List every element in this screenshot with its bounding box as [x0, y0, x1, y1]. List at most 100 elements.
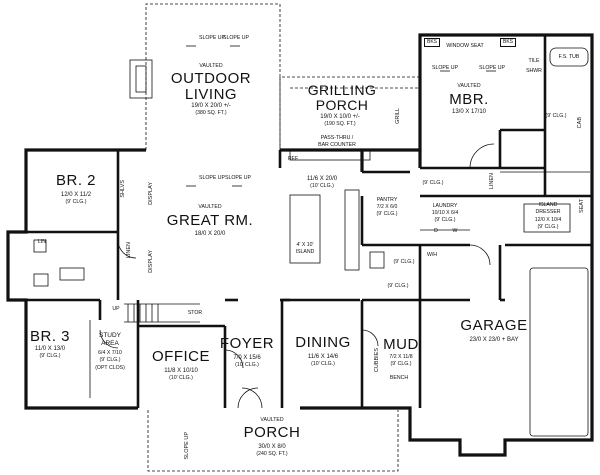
pantry-dims: 7/2 X 6/0 — [376, 204, 398, 210]
foyer-title: FOYER — [219, 335, 275, 352]
cubbies-label: CUBBIES — [374, 348, 380, 373]
window-seat-label: WINDOW SEAT — [446, 43, 484, 49]
dining-dims: 11/6 X 14/6 — [307, 354, 339, 360]
dining-clg: (10' CLG.) — [311, 361, 335, 367]
grilling-porch-title-1: GRILLING — [307, 82, 377, 98]
outdoor-living-area: (380 SQ. FT.) — [195, 110, 227, 116]
porch-title: PORCH — [243, 424, 301, 441]
great-rm-dims: 18/0 X 20/0 — [194, 231, 226, 237]
cab-label: CAB — [577, 117, 583, 129]
master-bath-clg: (9' CLG.) — [545, 113, 567, 119]
dining-title: DINING — [295, 334, 351, 351]
dryer-label: D — [434, 228, 438, 234]
mbr-dims: 13/0 X 17/10 — [451, 109, 487, 115]
island-dresser-2: DRESSER — [535, 209, 561, 215]
shlv-label: SHLVS — [120, 180, 126, 198]
study-clg: (9' CLG.) — [99, 357, 121, 363]
hall-clg: (9' CLG.) — [422, 180, 444, 186]
laundry-label: LAUNDRY — [432, 203, 458, 209]
br2-dims: 12/0 X 11/2 — [60, 192, 92, 198]
study-closet: (OPT CLOS) — [95, 365, 125, 371]
kitchen-dims: 11/6 X 20/0 — [306, 176, 338, 182]
foyer-dims: 7/0 X 15/6 — [233, 355, 261, 361]
office-clg: (10' CLG.) — [169, 375, 193, 381]
foyer-clg: (10' CLG.) — [235, 362, 259, 368]
ref-label: REF — [287, 156, 299, 162]
great-rm-slope-right: SLOPE UP — [225, 175, 251, 181]
pantry-clg: (9' CLG.) — [376, 211, 398, 217]
bench-label: BENCH — [389, 375, 409, 381]
outdoor-living-title-2: LIVING — [184, 86, 238, 103]
study-title-2: AREA — [101, 340, 119, 347]
study-dims: 6/4 X 7/10 — [98, 350, 122, 356]
porch-slope-label: SLOPE UP — [184, 432, 190, 460]
exterior-walls — [6, 33, 594, 457]
outdoor-living-slope-right: SLOPE UP — [223, 35, 249, 41]
linen-label-bath: LINEN — [126, 242, 132, 259]
mud-clg: (9' CLG.) — [390, 361, 412, 367]
grilling-porch-title-2: PORCH — [315, 97, 369, 113]
mud-dims: 7/2 X 11/8 — [389, 354, 413, 360]
fs-tub-label: F.S. TUB — [558, 54, 580, 60]
display-label-1: DISPLAY — [148, 182, 154, 205]
closet-clg: (9' CLG.) — [537, 224, 559, 230]
shwr-label: SHWR — [526, 68, 542, 74]
mud-title: MUD — [383, 336, 419, 353]
island-dresser-1: ISLAND — [538, 202, 558, 208]
wh-label: W/H — [426, 252, 438, 258]
br2-clg: (9' CLG.) — [65, 199, 87, 205]
kitchen-clg: (10' CLG.) — [310, 183, 334, 189]
bks-right: BKS — [500, 38, 516, 47]
lin-label: LIN — [37, 239, 47, 245]
grill-label: GRILL — [395, 108, 401, 124]
mud-hall-clg: (9' CLG.) — [387, 283, 409, 289]
outdoor-living-note: VAULTED — [199, 63, 223, 69]
great-rm-title: GREAT RM. — [166, 212, 254, 229]
island-label: ISLAND — [295, 249, 315, 255]
interior-walls — [26, 35, 592, 408]
office-dims: 11/8 X 10/10 — [164, 368, 198, 374]
island-dims: 4' X 10' — [296, 242, 314, 248]
closet-dims: 12/0 X 10/4 — [534, 217, 562, 223]
outdoor-living-title-1: OUTDOOR — [170, 70, 252, 87]
stair-up-label: UP — [112, 306, 120, 312]
outdoor-living-slope-left: SLOPE UP — [199, 35, 225, 41]
washer-label: W — [452, 228, 458, 234]
mbr-title: MBR. — [449, 91, 489, 108]
great-rm-slope-left: SLOPE UP — [199, 175, 225, 181]
garage-title: GARAGE — [460, 317, 528, 334]
display-label-2: DISPLAY — [148, 250, 154, 273]
great-rm-note: VAULTED — [198, 204, 222, 210]
outdoor-living-dims: 19/0 X 20/0 +/- — [191, 103, 231, 109]
study-title-1: STUDY — [98, 332, 122, 339]
bar-counter-label: BAR COUNTER — [318, 142, 356, 148]
bks-left: BKS — [424, 38, 440, 47]
pass-thru-label: PASS-THRU / — [320, 135, 354, 141]
laundry-dims: 10/10 X 6/4 — [431, 210, 459, 216]
stair-lines — [124, 303, 200, 323]
br3-dims: 11/0 X 13/0 — [34, 346, 66, 352]
fixture-linework — [33, 45, 590, 437]
br2-title: BR. 2 — [55, 172, 97, 189]
stor-label: STOR — [187, 310, 203, 316]
mbr-slope-left: SLOPE UP — [432, 65, 458, 71]
porch-area: (240 SQ. FT.) — [256, 451, 288, 457]
tile-label: TILE — [528, 58, 540, 64]
garage-dims: 23/0 X 23/0 + BAY — [469, 337, 519, 343]
br3-title: BR. 3 — [29, 328, 71, 345]
br3-clg: (9' CLG.) — [39, 353, 61, 359]
pantry-label: PANTRY — [376, 197, 398, 203]
laundry-clg: (9' CLG.) — [434, 217, 456, 223]
porch-note: VAULTED — [260, 417, 284, 423]
linen-label-hall: LINEN — [489, 173, 495, 190]
powder-clg: (9' CLG.) — [393, 259, 415, 265]
grilling-porch-dims: 19/0 X 10/0 +/- — [320, 114, 360, 120]
office-title: OFFICE — [152, 348, 210, 365]
seat-label: SEAT — [579, 199, 585, 213]
porch-dims: 30/0 X 8/0 — [258, 444, 286, 450]
mbr-slope-right: SLOPE UP — [479, 65, 505, 71]
grilling-porch-area: (190 SQ. FT.) — [324, 121, 356, 127]
mbr-note: VAULTED — [457, 83, 481, 89]
